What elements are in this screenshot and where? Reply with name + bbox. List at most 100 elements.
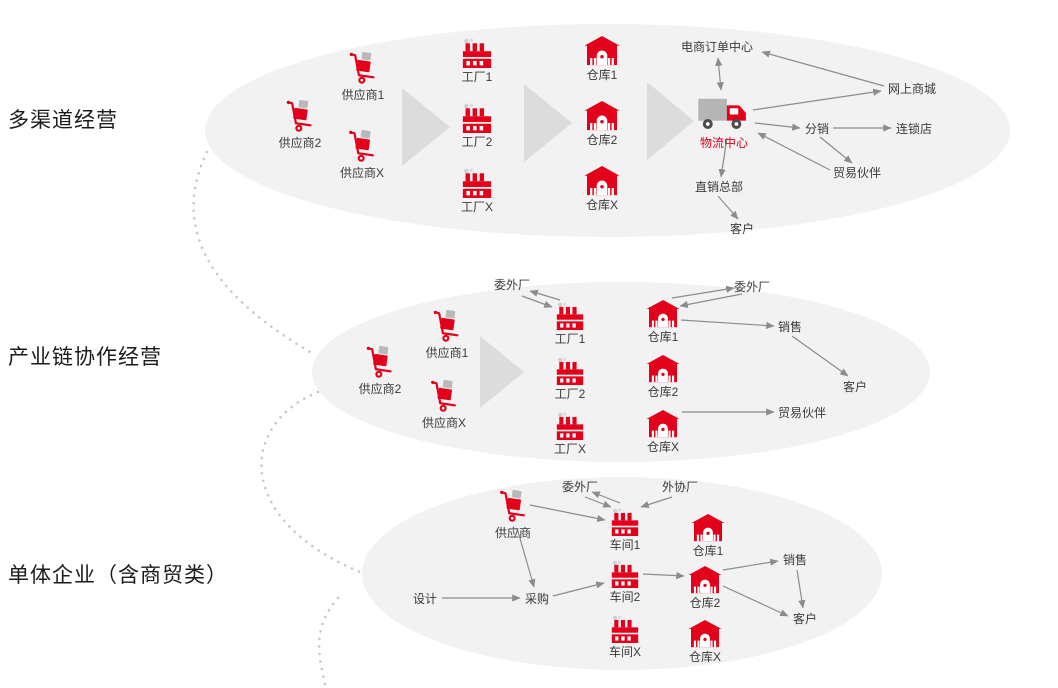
node-label: 车间X	[608, 645, 641, 659]
s2-trade-partner: 贸易伙伴	[778, 406, 826, 420]
node-label: 工厂X	[553, 442, 586, 456]
s3-customer: 客户	[793, 612, 817, 626]
factory-icon	[608, 615, 642, 643]
s2-outsourced-factory-left: 委外厂	[494, 278, 530, 292]
node-label: 供应商X	[339, 166, 385, 180]
node-label: 供应商	[494, 526, 532, 540]
s3-outsourced-factory: 委外厂	[562, 480, 598, 494]
node-label: 车间1	[609, 538, 641, 552]
s1-direct-sales-hq: 直销总部	[695, 180, 743, 194]
factory-icon	[553, 302, 587, 330]
ellipse-industry-chain	[312, 282, 930, 462]
node-label: 仓库1	[692, 544, 724, 558]
s2-supplier2: 供应商2	[358, 346, 402, 396]
factory-icon	[553, 412, 587, 440]
node-label: 委外厂	[493, 278, 531, 292]
node-label: 供应商2	[278, 136, 322, 150]
node-label: 仓库X	[585, 198, 618, 212]
supplier-cart-icon	[432, 310, 462, 344]
s3-workshop1: 车间1	[608, 508, 642, 552]
s2-factory2: 工厂2	[553, 357, 587, 401]
s1-warehouse2: 仓库2	[584, 101, 620, 147]
s3-warehouse2: 仓库2	[688, 566, 722, 610]
supplier-cart-icon	[285, 100, 315, 134]
factory-icon	[608, 508, 642, 536]
factory-icon	[459, 168, 495, 198]
s1-factoryX: 工厂X	[459, 168, 495, 214]
s1-chain-store: 连锁店	[896, 122, 932, 136]
warehouse-icon	[584, 166, 620, 196]
dotted-connector	[192, 150, 362, 688]
section-title-industry-chain: 产业链协作经营	[8, 346, 162, 369]
s2-warehouse1: 仓库1	[646, 300, 680, 344]
node-label: 车间2	[609, 590, 641, 604]
s1-customer: 客户	[730, 222, 754, 236]
s2-factoryX: 工厂X	[553, 412, 587, 456]
supplier-cart-icon	[429, 380, 459, 414]
s2-supplierX: 供应商X	[422, 380, 466, 430]
node-label: 客户	[842, 380, 868, 394]
node-label: 仓库X	[646, 440, 679, 454]
factory-icon	[553, 357, 587, 385]
supplier-cart-icon	[348, 52, 378, 86]
node-label: 供应商X	[421, 416, 467, 430]
warehouse-icon	[688, 620, 722, 648]
s1-trade-partner: 贸易伙伴	[833, 166, 881, 180]
node-label: 销售	[777, 320, 803, 334]
warehouse-icon	[584, 101, 620, 131]
s2-customer: 客户	[843, 380, 867, 394]
node-label: 分销	[804, 122, 830, 136]
s3-procurement: 采购	[525, 592, 549, 606]
node-label: 外协厂	[661, 480, 699, 494]
s1-supplierX: 供应商X	[340, 130, 384, 180]
node-label: 贸易伙伴	[832, 166, 882, 180]
node-label: 供应商2	[358, 382, 402, 396]
s1-distribution: 分销	[805, 122, 829, 136]
s3-warehouse1: 仓库1	[691, 514, 725, 558]
node-label: 委外厂	[733, 280, 771, 294]
s1-online-mall: 网上商城	[888, 82, 936, 96]
s2-outsourced-factory-right: 委外厂	[734, 280, 770, 294]
supplier-cart-icon	[347, 130, 377, 164]
node-label: 工厂2	[461, 135, 493, 149]
supplier-cart-icon	[498, 490, 528, 524]
s2-sales: 销售	[778, 320, 802, 334]
s1-factory2: 工厂2	[459, 103, 495, 149]
factory-icon	[608, 560, 642, 588]
node-label: 网上商城	[887, 82, 937, 96]
node-label: 仓库X	[688, 650, 721, 664]
factory-icon	[459, 38, 495, 68]
node-label: 销售	[782, 553, 808, 567]
s2-warehouse2: 仓库2	[646, 355, 680, 399]
s1-ecommerce-order-center: 电商订单中心	[681, 40, 753, 54]
s3-workshopX: 车间X	[608, 615, 642, 659]
node-label: 供应商1	[341, 88, 385, 102]
s2-supplier1: 供应商1	[426, 310, 468, 360]
node-label: 采购	[524, 592, 550, 606]
node-label: 客户	[729, 222, 755, 236]
node-label: 仓库2	[647, 385, 679, 399]
section-title-single-enterprise: 单体企业（含商贸类）	[8, 564, 228, 587]
warehouse-icon	[646, 300, 680, 328]
s1-warehouseX: 仓库X	[584, 166, 620, 212]
supplier-cart-icon	[365, 346, 395, 380]
s3-design: 设计	[413, 592, 437, 606]
node-label: 仓库1	[586, 68, 618, 82]
node-label: 电商订单中心	[680, 40, 754, 54]
node-label: 委外厂	[561, 480, 599, 494]
s1-supplier1: 供应商1	[341, 52, 385, 102]
s3-supplier: 供应商	[495, 490, 531, 540]
node-label: 仓库1	[647, 330, 679, 344]
s3-warehouseX: 仓库X	[688, 620, 722, 664]
s3-sales: 销售	[783, 553, 807, 567]
factory-icon	[459, 103, 495, 133]
s2-warehouseX: 仓库X	[646, 410, 680, 454]
s3-external-coop-factory: 外协厂	[662, 480, 698, 494]
node-label: 工厂2	[554, 387, 586, 401]
node-label: 直销总部	[694, 180, 744, 194]
node-label: 客户	[792, 612, 818, 626]
s2-factory1: 工厂1	[553, 302, 587, 346]
section-title-multi-channel: 多渠道经营	[8, 109, 118, 132]
warehouse-icon	[691, 514, 725, 542]
